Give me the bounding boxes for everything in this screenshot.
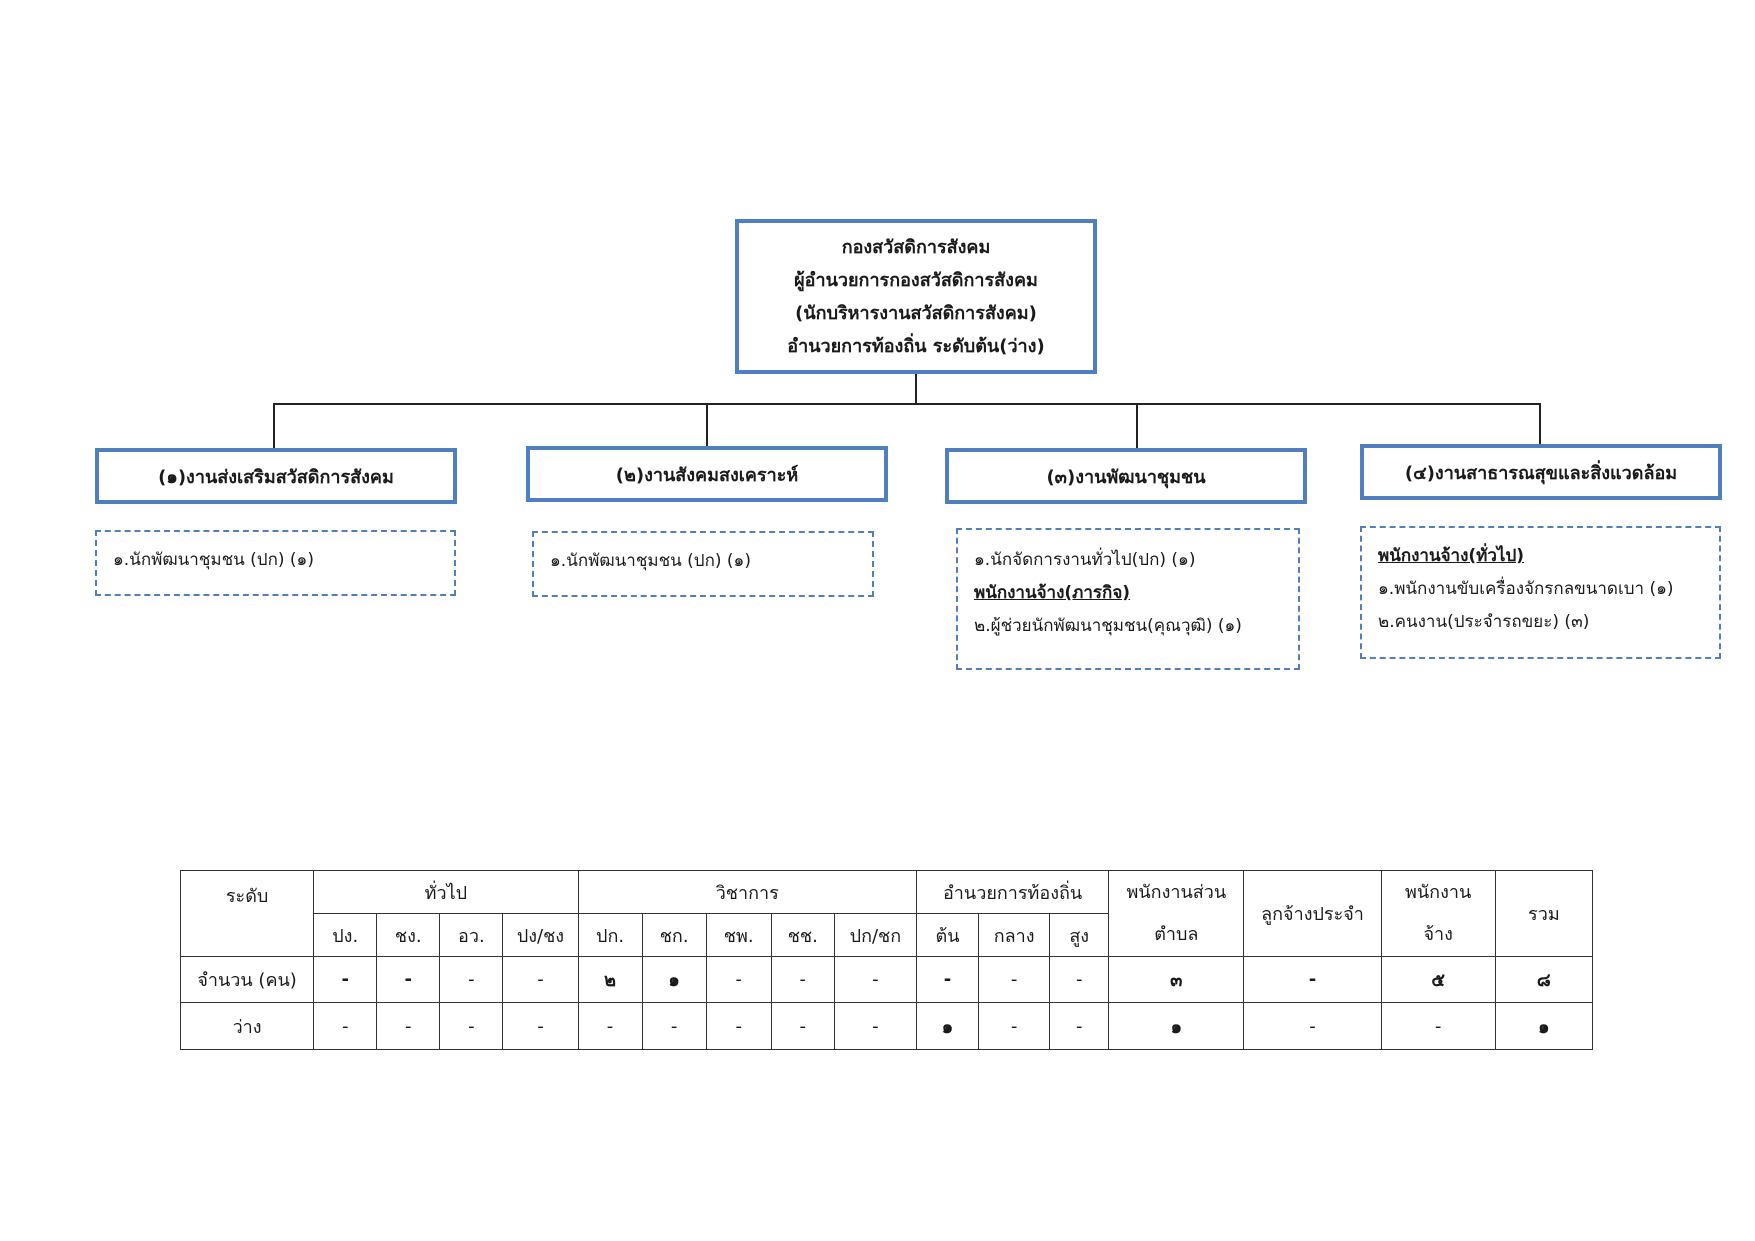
table-cell: - xyxy=(978,956,1051,1003)
subheader-cell: ปง/ชง xyxy=(502,913,579,957)
table-cell: - xyxy=(833,956,917,1003)
unit-box-3: (๓)งานพัฒนาชุมชน xyxy=(945,448,1307,504)
table-cell: ๕ xyxy=(1380,956,1496,1003)
connector-unit-2 xyxy=(706,403,708,448)
connector-horizontal-bus xyxy=(273,403,1541,405)
division-head-box: กองสวัสดิการสังคม ผู้อำนวยการกองสวัสดิกา… xyxy=(735,219,1097,374)
header-level: ระดับ xyxy=(179,870,315,957)
table-cell: - xyxy=(705,1002,772,1050)
header-permanent-employee: ลูกจ้างประจำ xyxy=(1243,870,1382,957)
row-label: ว่าง xyxy=(179,1002,315,1050)
table-cell: - xyxy=(1049,1002,1110,1050)
subheader-cell: ชช. xyxy=(770,913,835,957)
subheader-cell: ปก. xyxy=(577,913,643,957)
connector-unit-1 xyxy=(273,403,275,448)
row-label: จำนวน (คน) xyxy=(179,956,315,1003)
staff-summary-table: ระดับ ทั่วไป วิชาการ อำนวยการท้องถิ่น พน… xyxy=(179,870,1594,1050)
table-cell: - xyxy=(641,1002,707,1050)
table-cell: - xyxy=(1380,1002,1496,1050)
table-cell: - xyxy=(1243,956,1382,1003)
unit-box-4: (๔)งานสาธารณสุขและสิ่งแวดล้อม xyxy=(1360,444,1722,500)
unit-title: (๔)งานสาธารณสุขและสิ่งแวดล้อม xyxy=(1404,462,1678,484)
staff-item: ๑.นักพัฒนาชุมชน (ปก) (๑) xyxy=(113,550,314,570)
unit-title: (๒)งานสังคมสงเคราะห์ xyxy=(615,464,799,486)
table-cell: ๑ xyxy=(1494,1002,1594,1050)
table-cell: - xyxy=(376,1002,441,1050)
unit-4-staff-box: พนักงานจ้าง(ทั่วไป) ๑.พนักงานขับเครื่องจ… xyxy=(1360,526,1721,659)
staff-item: ๑.นักพัฒนาชุมชน (ปก) (๑) xyxy=(550,551,751,571)
unit-2-staff-box: ๑.นักพัฒนาชุมชน (ปก) (๑) xyxy=(532,531,874,597)
table-cell: - xyxy=(1243,1002,1382,1050)
table-cell: - xyxy=(313,956,378,1003)
table-cell: - xyxy=(978,1002,1051,1050)
head-line-4: อำนวยการท้องถิ่น ระดับต้น(ว่าง) xyxy=(787,335,1045,357)
connector-unit-3 xyxy=(1136,403,1138,448)
table-row-vacant: ว่าง - - - - - - - - - ๑ - - ๑ - - ๑ xyxy=(179,1002,1594,1050)
table-cell: ๑ xyxy=(915,1002,980,1050)
table-cell: - xyxy=(705,956,772,1003)
table-cell: - xyxy=(577,1002,643,1050)
table-cell: - xyxy=(770,956,835,1003)
table-cell: ๑ xyxy=(641,956,707,1003)
table-cell: - xyxy=(439,956,504,1003)
subheader-cell: สูง xyxy=(1049,913,1110,957)
staff-section-heading: พนักงานจ้าง(ทั่วไป) xyxy=(1378,546,1525,566)
subheader-cell: ต้น xyxy=(915,913,980,957)
table-cell: - xyxy=(1049,956,1110,1003)
subheader-cell: ชก. xyxy=(641,913,707,957)
subheader-cell: ชง. xyxy=(376,913,441,957)
table-cell: ๓ xyxy=(1108,956,1245,1003)
header-employee-line1: พนักงาน xyxy=(1405,881,1472,903)
unit-box-1: (๑)งานส่งเสริมสวัสดิการสังคม xyxy=(95,448,457,504)
subheader-cell: กลาง xyxy=(978,913,1051,957)
unit-box-2: (๒)งานสังคมสงเคราะห์ xyxy=(526,446,888,502)
connector-head-down xyxy=(915,372,917,404)
header-total: รวม xyxy=(1494,870,1594,957)
header-tambon-staff-line1: พนักงานส่วน xyxy=(1126,881,1227,903)
header-group-general: ทั่วไป xyxy=(313,870,579,914)
header-employee: พนักงาน จ้าง xyxy=(1380,870,1496,957)
table-cell: ๘ xyxy=(1494,956,1594,1003)
table-row-count: จำนวน (คน) - - - - ๒ ๑ - - - - - - ๓ - ๕… xyxy=(179,956,1594,1003)
table-cell: - xyxy=(502,1002,579,1050)
table-cell: - xyxy=(915,956,980,1003)
subheader-cell: อว. xyxy=(439,913,504,957)
connector-unit-4 xyxy=(1539,403,1541,445)
table-cell: - xyxy=(502,956,579,1003)
table-cell: ๒ xyxy=(577,956,643,1003)
header-tambon-staff: พนักงานส่วน ตำบล xyxy=(1108,870,1245,957)
unit-title: (๑)งานส่งเสริมสวัสดิการสังคม xyxy=(158,466,394,488)
staff-section-heading: พนักงานจ้าง(ภารกิจ) xyxy=(974,583,1131,603)
head-line-2: ผู้อำนวยการกองสวัสดิการสังคม xyxy=(794,269,1038,291)
staff-item: ๒.คนงาน(ประจำรถขยะ) (๓) xyxy=(1378,612,1590,632)
unit-1-staff-box: ๑.นักพัฒนาชุมชน (ปก) (๑) xyxy=(95,530,456,596)
staff-item: ๑.พนักงานขับเครื่องจักรกลขนาดเบา (๑) xyxy=(1378,579,1674,599)
staff-item: ๒.ผู้ช่วยนักพัฒนาชุมชน(คุณวุฒิ) (๑) xyxy=(974,616,1242,636)
table-cell: - xyxy=(376,956,441,1003)
table-cell: - xyxy=(833,1002,917,1050)
subheader-cell: ปง. xyxy=(313,913,378,957)
staff-item: ๑.นักจัดการงานทั่วไป(ปก) (๑) xyxy=(974,550,1196,570)
head-line-3: (นักบริหารงานสวัสดิการสังคม) xyxy=(795,302,1037,324)
header-tambon-staff-line2: ตำบล xyxy=(1154,923,1199,945)
table-cell: - xyxy=(770,1002,835,1050)
header-group-local-admin: อำนวยการท้องถิ่น xyxy=(915,870,1110,914)
table-cell: ๑ xyxy=(1108,1002,1245,1050)
head-line-1: กองสวัสดิการสังคม xyxy=(841,236,991,258)
subheader-cell: ชพ. xyxy=(705,913,772,957)
table-cell: - xyxy=(313,1002,378,1050)
header-employee-line2: จ้าง xyxy=(1423,923,1453,945)
table-cell: - xyxy=(439,1002,504,1050)
subheader-cell: ปก/ชก xyxy=(833,913,917,957)
unit-3-staff-box: ๑.นักจัดการงานทั่วไป(ปก) (๑) พนักงานจ้าง… xyxy=(956,528,1300,670)
header-group-academic: วิชาการ xyxy=(577,870,917,914)
unit-title: (๓)งานพัฒนาชุมชน xyxy=(1046,466,1206,488)
